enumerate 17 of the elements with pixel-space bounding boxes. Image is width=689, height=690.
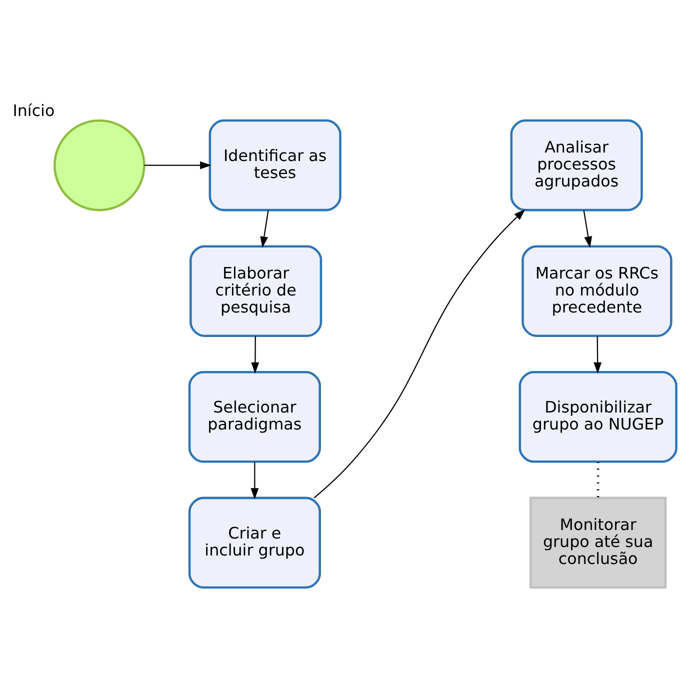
node-box: Selecionar paradigmas (188, 370, 321, 462)
arrow (594, 336, 602, 374)
node-label: Início (12, 100, 55, 120)
node-box: Identificar as teses (208, 118, 342, 211)
node-box: Monitorar grupo até sua conclusão (530, 496, 667, 588)
node-box: Elaborar critério de pesquisa (190, 244, 322, 336)
node-box: Marcar os RRCs no módulo precedente (522, 244, 672, 336)
arrow (260, 210, 269, 248)
arrow (314, 208, 526, 498)
arrow (251, 336, 260, 374)
node-box: Criar e incluir grupo (188, 496, 321, 588)
arrow (250, 461, 259, 500)
arrow (144, 160, 212, 169)
node-box: Disponibilizar grupo ao NUGEP (518, 370, 678, 462)
arrow (583, 210, 592, 248)
node-box: Analisar processos agrupados (510, 118, 643, 211)
node-circle (54, 118, 146, 211)
